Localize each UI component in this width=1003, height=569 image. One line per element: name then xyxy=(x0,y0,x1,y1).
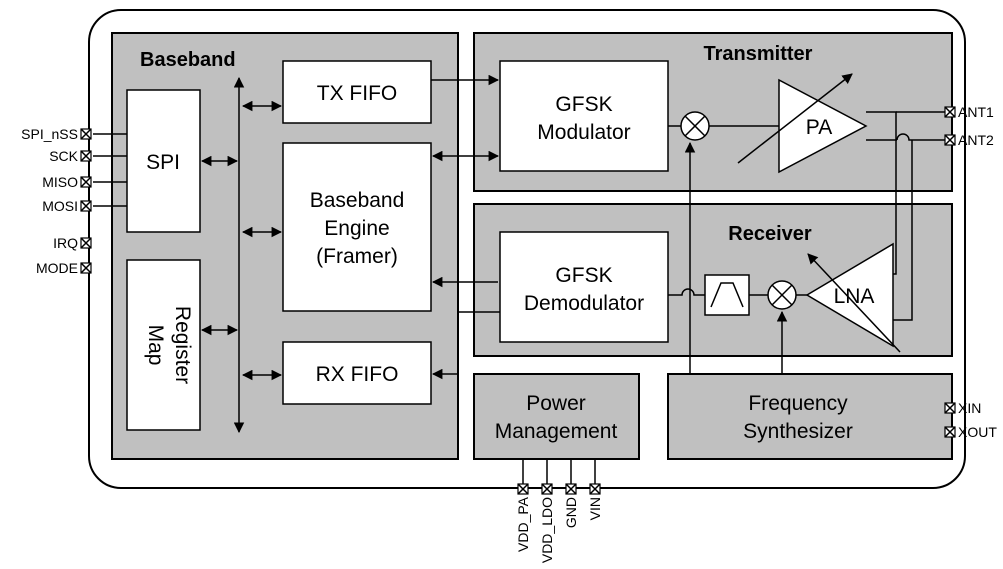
pin-vdd-pa: VDD_PA xyxy=(515,483,531,552)
gfsk-modulator-label-line2: Modulator xyxy=(537,121,630,144)
filter-shape xyxy=(710,282,744,308)
rx-mixer-cross-b xyxy=(771,284,793,306)
pin-xout: XOUT xyxy=(944,424,997,440)
ant2-line xyxy=(896,133,945,141)
tx-mixer-cross-b xyxy=(684,115,706,137)
gfsk-demodulator-block xyxy=(499,231,669,343)
pin-gnd-label: GND xyxy=(563,497,579,528)
lna-label: LNA xyxy=(834,285,875,308)
spi-label: SPI xyxy=(146,151,180,174)
pin-irq: IRQ xyxy=(53,235,92,251)
gfsk-modulator-label-line1: GFSK xyxy=(555,93,612,116)
pin-ant1-label: ANT1 xyxy=(958,104,994,120)
pin-mode: MODE xyxy=(36,260,92,276)
pin-mosi-label: MOSI xyxy=(42,198,78,214)
pin-mode-label: MODE xyxy=(36,260,78,276)
pa-label: PA xyxy=(806,116,832,139)
pin-sck: SCK xyxy=(49,148,92,164)
pin-xin: XIN xyxy=(944,400,981,416)
pa-amplifier xyxy=(778,78,868,174)
ant1-route xyxy=(866,111,897,275)
tx-fifo-label: TX FIFO xyxy=(317,82,398,105)
spi-block xyxy=(126,89,201,233)
demod-to-rxfifo xyxy=(431,311,500,380)
pin-xout-label: XOUT xyxy=(958,424,997,440)
lna-gain-arrow xyxy=(807,253,901,353)
pin-sck-label: SCK xyxy=(49,148,78,164)
pin-ant2-label: ANT2 xyxy=(958,132,994,148)
pin-vdd-ldo: VDD_LDO xyxy=(539,483,555,563)
pa-gain-arrow xyxy=(737,73,853,164)
pin-gnd: GND xyxy=(563,483,579,528)
left-pins: SPI_nSS SCK MISO MOSI IRQ MODE xyxy=(21,126,92,276)
gfsk-modulator-block xyxy=(499,60,669,172)
baseband-engine-label-line1: Baseband xyxy=(310,189,405,212)
tx-fifo-block xyxy=(282,60,432,124)
lna-amplifier xyxy=(805,242,894,348)
gfsk-demodulator-label-line1: GFSK xyxy=(555,264,612,287)
pin-ant2: ANT2 xyxy=(944,132,994,148)
frequency-synthesizer-label-line2: Synthesizer xyxy=(743,420,853,443)
pin-vin: VIN xyxy=(587,483,603,520)
baseband-title: Baseband xyxy=(140,49,236,71)
register-map-label-line1: Register xyxy=(171,306,194,384)
frequency-synthesizer-label-line1: Frequency xyxy=(748,392,848,415)
rx-fifo-block xyxy=(282,341,432,405)
frequency-synthesizer-block xyxy=(667,373,953,460)
right-pins: ANT1 ANT2 XIN XOUT xyxy=(944,104,997,440)
lna-ant2-route xyxy=(893,140,913,321)
register-map-block xyxy=(126,259,201,431)
bottom-pins: VDD_PA VDD_LDO GND VIN xyxy=(515,483,603,563)
pin-spi-nss-label: SPI_nSS xyxy=(21,126,78,142)
bandpass-filter xyxy=(704,274,750,316)
pin-vdd-pa-label: VDD_PA xyxy=(515,496,531,552)
filter-to-demod xyxy=(668,288,705,296)
pin-miso-label: MISO xyxy=(42,174,78,190)
pin-vin-label: VIN xyxy=(587,497,603,520)
rx-fifo-label: RX FIFO xyxy=(316,363,399,386)
gfsk-demodulator-label-line2: Demodulator xyxy=(524,292,644,315)
pin-xin-label: XIN xyxy=(958,400,981,416)
power-management-block xyxy=(473,373,640,460)
pin-mosi: MOSI xyxy=(42,198,92,214)
pin-irq-label: IRQ xyxy=(53,235,78,251)
baseband-engine-label-line2: Engine xyxy=(324,217,389,240)
pin-spi-nss: SPI_nSS xyxy=(21,126,92,142)
receiver-title: Receiver xyxy=(728,223,812,245)
pin-vdd-ldo-label: VDD_LDO xyxy=(539,497,555,563)
pin-ant1: ANT1 xyxy=(944,104,994,120)
pin-miso: MISO xyxy=(42,174,92,190)
register-map-label-line2: Map xyxy=(144,325,167,366)
baseband-engine-block xyxy=(282,142,432,312)
transmitter-title: Transmitter xyxy=(704,43,813,65)
power-management-label-line1: Power xyxy=(526,392,586,415)
baseband-engine-label-line3: (Framer) xyxy=(316,245,398,268)
power-management-label-line2: Management xyxy=(495,420,618,443)
